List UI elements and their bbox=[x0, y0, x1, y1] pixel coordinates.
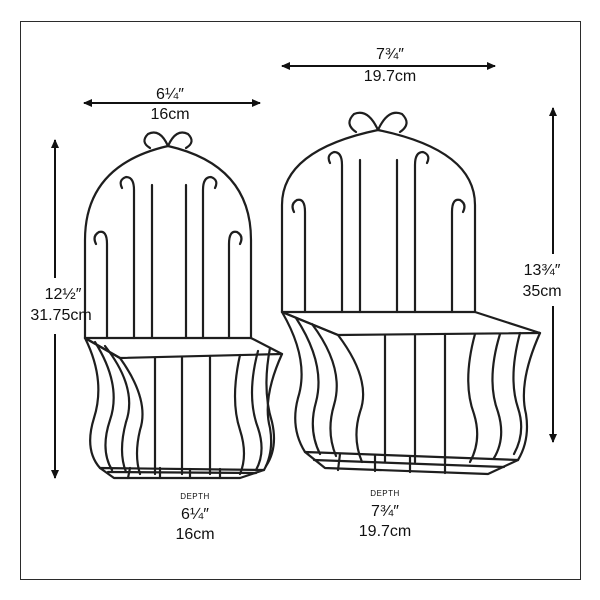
small-height-cm-label: 31.75cm bbox=[16, 307, 106, 324]
small-depth-title: DEPTH bbox=[180, 492, 210, 501]
small-depth-inches: 6¼″ bbox=[181, 505, 209, 523]
large-depth-block: DEPTH 7¾″ 19.7cm bbox=[335, 489, 435, 540]
small-height-cm: 31.75cm bbox=[30, 307, 92, 324]
large-wire-basket bbox=[280, 111, 542, 476]
large-height-cm: 35cm bbox=[522, 283, 562, 300]
small-height-label: 12½″ bbox=[18, 286, 108, 303]
small-height-inches: 12½″ bbox=[44, 286, 82, 303]
small-depth-cm: 16cm bbox=[175, 525, 215, 543]
large-width-cm: 19.7cm bbox=[363, 68, 417, 85]
large-height-label: 13¾″ bbox=[502, 262, 582, 279]
small-width-cm: 16cm bbox=[150, 106, 190, 123]
large-depth-inches: 7¾″ bbox=[371, 502, 399, 520]
large-depth-cm: 19.7cm bbox=[358, 522, 412, 540]
large-width-cm-label: 19.7cm bbox=[340, 68, 440, 85]
large-height-inches: 13¾″ bbox=[523, 262, 561, 279]
small-depth-block: DEPTH 6¼″ 16cm bbox=[145, 492, 245, 543]
small-width-cm-label: 16cm bbox=[120, 106, 220, 123]
large-width-inches: 7¾″ bbox=[376, 46, 404, 63]
large-height-cm-label: 35cm bbox=[502, 283, 582, 300]
image-frame bbox=[20, 21, 581, 580]
small-wire-basket bbox=[83, 131, 284, 480]
small-width-inches: 6¼″ bbox=[156, 86, 184, 103]
large-width-label: 7¾″ bbox=[340, 46, 440, 63]
large-depth-title: DEPTH bbox=[370, 489, 400, 498]
small-width-label: 6¼″ bbox=[120, 86, 220, 103]
